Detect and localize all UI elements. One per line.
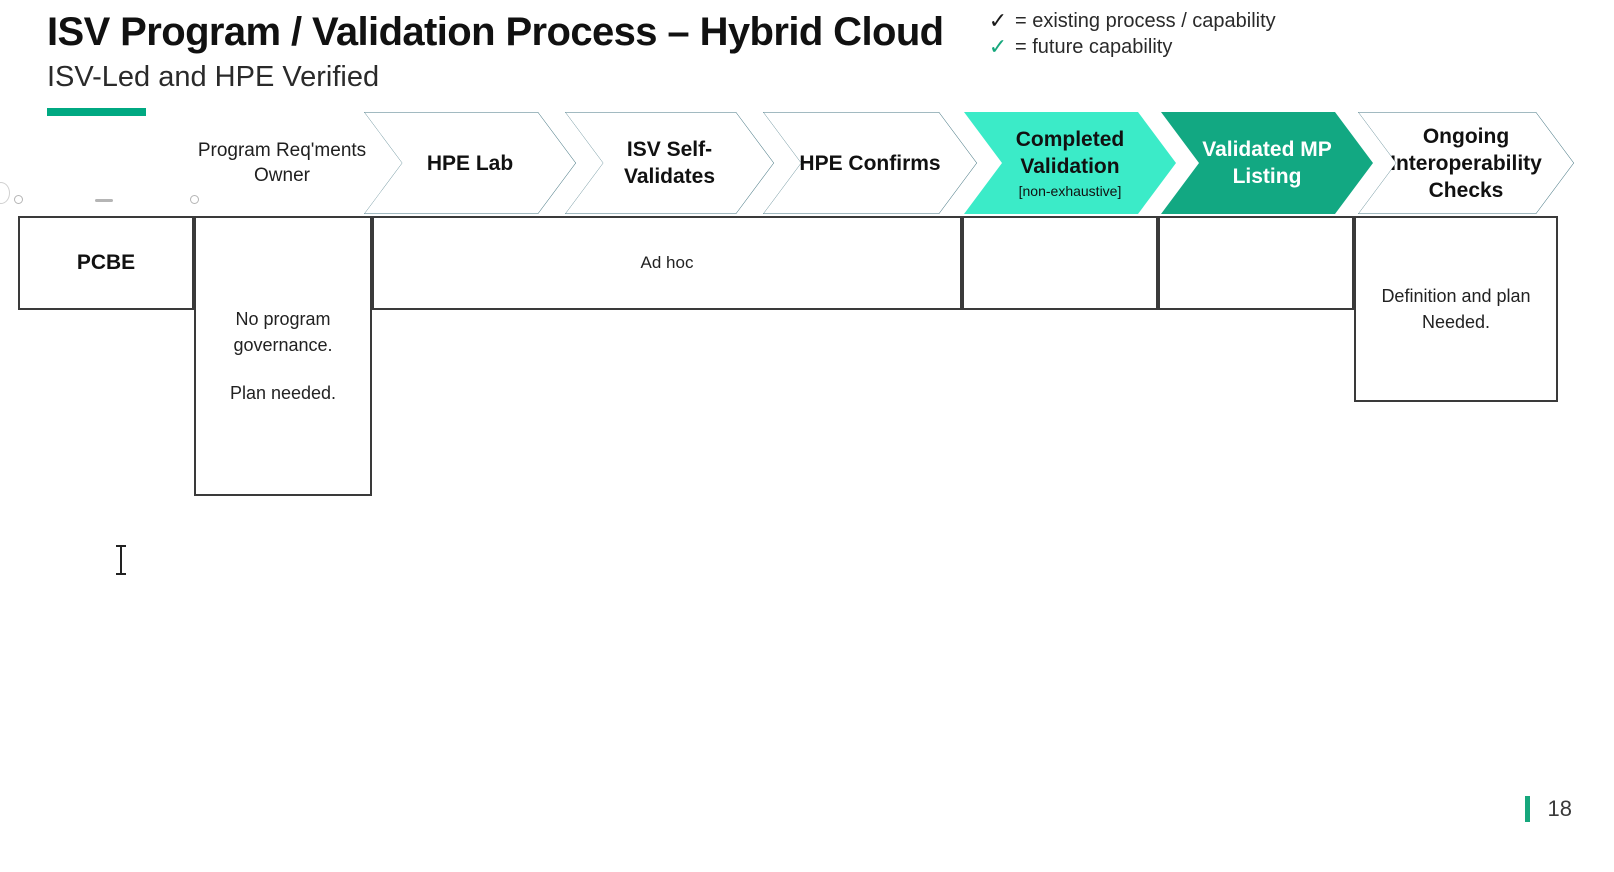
cell-validated-mp: [1158, 216, 1354, 310]
check-icon: ✓: [988, 34, 1008, 59]
page-number: 18: [1547, 796, 1572, 821]
page-number-block: 18: [1524, 796, 1572, 822]
legend: ✓ = existing process / capability ✓ = fu…: [987, 8, 1276, 60]
stage-label-line1: ISV Self-: [626, 138, 713, 161]
stage-label-line3: Checks: [1428, 178, 1504, 202]
selection-handle-right[interactable]: [190, 195, 199, 204]
page-number-bar: [1524, 796, 1530, 822]
stage-label-line2: Validation: [1020, 155, 1120, 178]
table-row: PCBE: [18, 216, 194, 310]
stage-label-line1: Ongoing: [1422, 124, 1510, 148]
legend-item-future: ✓ = future capability: [987, 34, 1276, 60]
adhoc-label: Ad hoc: [640, 253, 694, 272]
stage-label: HPE Confirms: [799, 151, 941, 175]
stage-label-line2: Interoperability: [1390, 151, 1542, 175]
owner-cell-merged-no-governance: No program governance. Plan needed.: [194, 216, 372, 496]
owner-note-line2: governance.: [233, 335, 333, 355]
stage-label-line2: Validates: [623, 165, 716, 188]
title-block: ISV Program / Validation Process – Hybri…: [47, 8, 944, 96]
category-title: PCBE: [76, 251, 136, 274]
owner-note-line1: No program: [235, 309, 331, 329]
stage-sublabel: [non-exhaustive]: [1018, 183, 1122, 199]
stage-label-line1: Validated MP: [1202, 138, 1332, 161]
cell-adhoc-merged-pcbe: Ad hoc: [372, 216, 962, 310]
owner-note-line3: Plan needed.: [229, 383, 337, 403]
ongoing-note-line1: Definition and plan: [1381, 286, 1531, 306]
stage-label: HPE Lab: [426, 151, 514, 175]
title-accent-bar: [47, 108, 146, 116]
stage-chevron-ongoing-interoperability-checks[interactable]: Ongoing Interoperability Checks: [1358, 112, 1574, 214]
page-subtitle: ISV-Led and HPE Verified: [47, 61, 380, 93]
column-header-owner: Program Req'ments Owner: [197, 140, 367, 186]
stage-chevron-completed-validation[interactable]: Completed Validation [non-exhaustive]: [964, 112, 1176, 214]
stage-chevron-hpe-confirms[interactable]: HPE Confirms: [763, 112, 977, 214]
selection-handle-left[interactable]: [14, 195, 23, 204]
stage-label-line1: Completed: [1015, 128, 1125, 151]
selection-handle-middle[interactable]: [95, 199, 113, 202]
rotate-handle[interactable]: [0, 182, 10, 204]
ongoing-note-line2: Needed.: [1421, 312, 1491, 332]
stage-chevron-hpe-lab[interactable]: HPE Lab: [364, 112, 576, 214]
legend-label-existing: = existing process / capability: [1015, 9, 1276, 32]
text-cursor: [116, 545, 126, 575]
stage-label-line2: Listing: [1232, 165, 1302, 188]
stage-chevron-validated-mp-listing[interactable]: Validated MP Listing: [1161, 112, 1373, 214]
matrix-table: PCAI UnleashAI Robin Braun ✓ ✓ ✓ securit…: [18, 216, 1558, 844]
stage-chevron-isv-self-validates[interactable]: ISV Self- Validates: [565, 112, 774, 214]
check-icon: ✓: [988, 8, 1008, 33]
page-title: ISV Program / Validation Process – Hybri…: [47, 10, 944, 54]
cell-ongoing-merged-definition: Definition and plan Needed.: [1354, 216, 1558, 402]
legend-label-future: = future capability: [1015, 35, 1173, 58]
cell-completed-validation: [962, 216, 1158, 310]
legend-item-existing: ✓ = existing process / capability: [987, 8, 1276, 34]
